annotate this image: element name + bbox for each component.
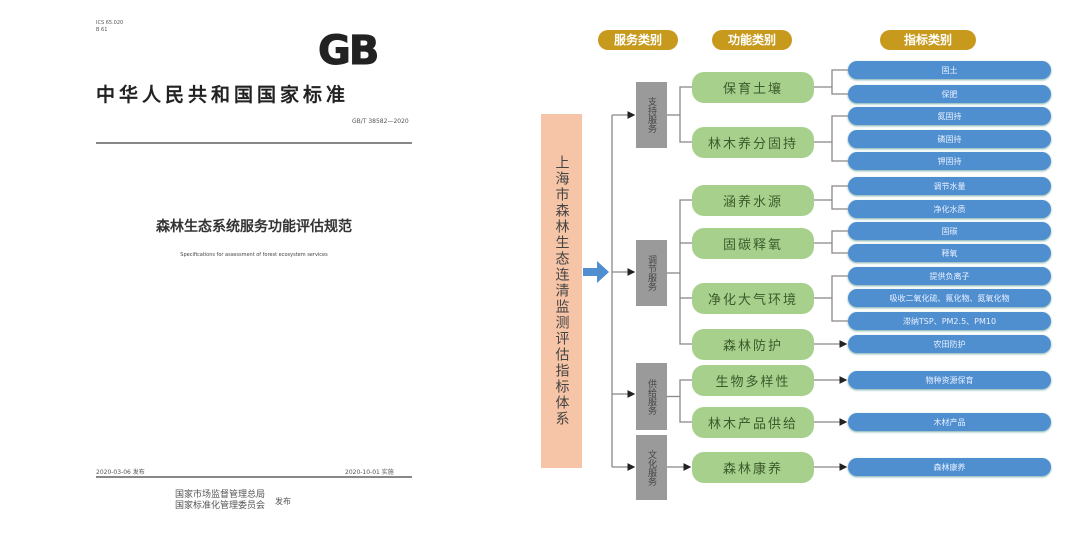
indicator-box: 固碳 — [848, 222, 1051, 240]
function-category-box: 林木产品供给 — [692, 407, 814, 438]
divider — [96, 142, 412, 144]
ics-code: ICS 65.020 — [96, 20, 124, 26]
function-category-box: 森林康养 — [692, 452, 814, 483]
connector — [679, 86, 692, 143]
indicator-box: 森林康养 — [848, 458, 1051, 476]
indicator-box: 物种资源保育 — [848, 371, 1051, 389]
service-category-box: 文化服务 — [636, 435, 667, 500]
connector — [831, 230, 848, 254]
function-category-box: 森林防护 — [692, 329, 814, 360]
indicator-box: 保肥 — [848, 85, 1051, 103]
connector — [831, 69, 848, 95]
header-service-category: 服务类别 — [598, 30, 678, 50]
connector — [679, 199, 692, 345]
indicator-box: 释氧 — [848, 244, 1051, 262]
indicator-box: 净化水质 — [848, 200, 1051, 218]
indicator-box: 调节水量 — [848, 177, 1051, 195]
header-indicator-category: 指标类别 — [880, 30, 976, 50]
function-category-box: 涵养水源 — [692, 185, 814, 216]
function-category-box: 林木养分固持 — [692, 127, 814, 158]
divider — [96, 476, 412, 478]
standard-title: 森林生态系统服务功能评估规范 — [156, 219, 352, 235]
function-category-box: 生物多样性 — [692, 365, 814, 396]
header-function-category: 功能类别 — [712, 30, 792, 50]
indicator-box: 固土 — [848, 61, 1051, 79]
ccs-code: B 61 — [96, 27, 108, 33]
standard-code: GB/T 38582—2020 — [352, 118, 409, 125]
issuer: 国家标准化管理委员会 — [175, 501, 266, 511]
national-standard-heading: 中华人民共和国国家标准 — [96, 84, 350, 106]
indicator-box: 提供负离子 — [848, 267, 1051, 285]
indicator-box: 滞纳TSP、PM2.5、PM10 — [848, 312, 1051, 330]
issuers: 国家市场监督管理总局 国家标准化管理委员会 — [175, 490, 265, 512]
indicator-box: 钾固持 — [848, 152, 1051, 170]
indicator-box: 氮固持 — [848, 107, 1051, 125]
service-category-box: 支持服务 — [636, 82, 667, 148]
indicator-box: 吸收二氧化硫、氟化物、氮氧化物 — [848, 289, 1051, 307]
function-category-box: 净化大气环境 — [692, 283, 814, 314]
root-system-box: 上海市森林生态连清监测评估指标体系 — [541, 114, 582, 468]
issue-date: 2020-03-06 发布 — [96, 469, 145, 476]
issued-label: 发布 — [275, 497, 291, 506]
indicator-box: 磷固持 — [848, 130, 1051, 148]
function-category-box: 保育土壤 — [692, 72, 814, 103]
function-category-box: 固碳释氧 — [692, 228, 814, 259]
connector — [831, 185, 848, 210]
standard-subtitle: Specifications for assessment of forest … — [180, 252, 328, 258]
service-category-box: 调节服务 — [636, 240, 667, 306]
indicator-box: 木材产品 — [848, 413, 1051, 431]
connector — [831, 275, 848, 322]
gb-logo: GB — [317, 28, 379, 75]
indicator-box: 农田防护 — [848, 335, 1051, 353]
issuer: 国家市场监督管理总局 — [175, 490, 266, 500]
implementation-date: 2020-10-01 实施 — [345, 469, 394, 476]
service-category-box: 供给服务 — [636, 363, 667, 430]
connector — [679, 379, 692, 423]
main-arrow-icon — [583, 261, 609, 283]
connector — [831, 115, 848, 162]
